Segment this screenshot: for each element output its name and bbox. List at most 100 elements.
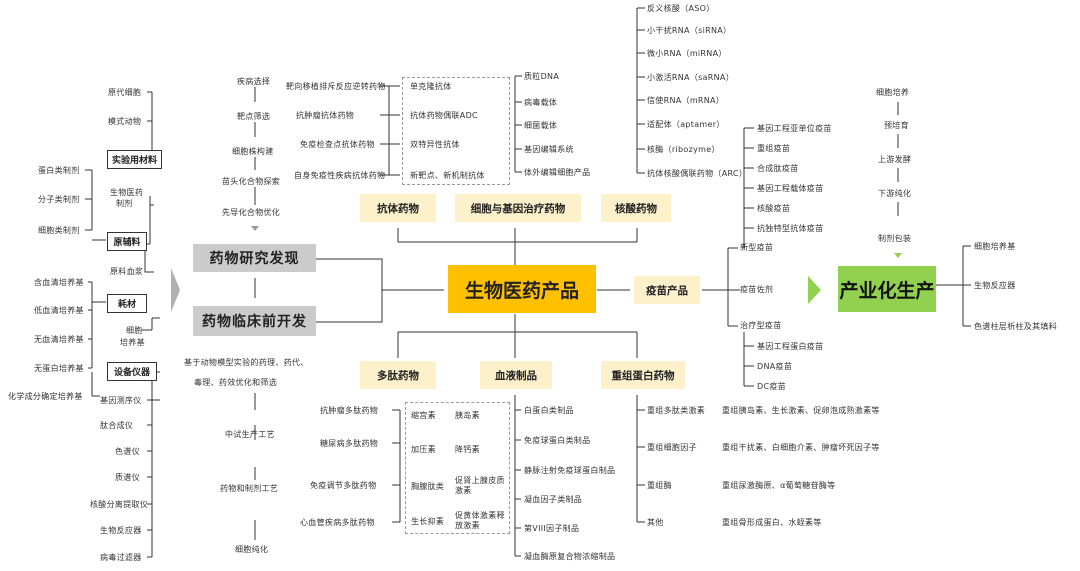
material-item: 无蛋白培养基 [34,364,84,373]
discovery-step: 疾病选择 [237,77,271,86]
equipment-item: 生物反应器 [100,526,142,535]
antibody-type: 新靶点、新机制抗体 [410,171,485,180]
protein-category: 重组多肽类激素 [647,406,706,415]
vaccine-type: 新型疫苗 [740,243,774,252]
peptide-examples-frame [405,402,510,534]
nucleic-acid-drugs-box: 核酸药物 [601,194,671,222]
protein-category: 其他 [647,518,664,527]
nucleic-item: 反义核酸（ASO） [647,4,715,13]
therapeutic-vaccine-item: 基因工程蛋白疫苗 [757,342,824,351]
peptide-example: 促黄体激素释放激素 [455,511,505,530]
industrial-output: 生物反应器 [974,281,1016,290]
peptide-drugs-box: 多肽药物 [360,361,436,389]
new-vaccine-item: 抗独特型抗体疫苗 [757,224,824,233]
preclinical-box: 药物临床前开发 [193,306,316,336]
antibody-indication: 免疫检查点抗体药物 [300,140,375,149]
peptide-example: 加压素 [411,445,436,454]
material-side-label: 原料血浆 [110,267,144,276]
raw-materials-box: 原辅料 [107,232,147,251]
industrial-step: 制剂包装 [878,234,912,243]
protein-example: 重组尿激酶原、α葡萄糖苷酶等 [722,481,836,490]
industrial-output: 色谱柱层析柱及其填料 [974,322,1057,331]
therapeutic-vaccine-item: DC疫苗 [757,382,786,391]
arrow-down-icon [894,253,902,258]
material-item: 模式动物 [108,117,142,126]
recombinant-protein-box: 重组蛋白药物 [601,361,685,389]
blood-product-item: 凝血因子类制品 [524,495,583,504]
material-side-label: 制剂 [116,199,133,208]
preclinical-step: 毒理、药效优化和筛选 [194,378,277,387]
therapeutic-vaccine-item: DNA疫苗 [757,362,793,371]
blood-product-item: 静脉注射免疫球蛋白制品 [524,466,616,475]
equipment-item: 肽合成仪 [100,421,134,430]
peptide-example: 生长抑素 [411,517,445,526]
equipment-item: 病毒过滤器 [100,553,142,562]
blood-product-item: 免疫球蛋白类制品 [524,436,591,445]
discovery-step: 苗头化合物探索 [222,177,281,186]
drug-discovery-box: 药物研究发现 [193,244,316,272]
lab-materials-box: 实验用材料 [107,150,162,169]
equipment-item: 核酸分离提取仪 [90,500,149,509]
blood-product-item: 凝血酶原复合物浓缩制品 [524,552,616,561]
cell-gene-item: 细菌载体 [524,121,558,130]
vaccine-products-box: 疫苗产品 [634,276,700,304]
preclinical-step: 细胞纯化 [235,545,269,554]
material-item: 化学成分确定培养基 [8,392,83,401]
nucleic-item: 微小RNA（miRNA） [647,49,727,58]
peptide-indication: 抗肿瘤多肽药物 [320,406,379,415]
equipment-item: 色谱仪 [115,447,140,456]
nucleic-item: 信使RNA（mRNA） [647,96,725,105]
cell-gene-item: 基因编辑系统 [524,145,574,154]
discovery-step: 先导化合物优化 [222,208,281,217]
nucleic-item: 核酶（ribozyme） [647,145,720,154]
protein-example: 重组干扰素、白细胞介素、肿瘤坏死因子等 [722,443,880,452]
nucleic-item: 抗体核酸偶联药物（ARC） [647,169,748,178]
chevron-right-icon [171,268,180,312]
discovery-step: 细胞株构建 [232,147,274,156]
material-item: 低血清培养基 [34,306,84,315]
material-side-label: 生物医药 [110,188,144,197]
cell-gene-therapy-box: 细胞与基因治疗药物 [455,194,581,222]
antibody-type: 抗体药物偶联ADC [410,111,478,120]
cell-gene-item: 质粒DNA [524,72,560,81]
industrial-step: 上游发酵 [878,155,912,164]
material-side-label: 培养基 [120,338,145,347]
antibody-indication: 自身免疫性疾病抗体药物 [294,171,386,180]
protein-category: 重组细胞因子 [647,443,697,452]
equipment-box: 设备仪器 [107,362,157,381]
industrial-step: 下游纯化 [878,189,912,198]
material-item: 无血清培养基 [34,335,84,344]
material-item: 分子类制剂 [38,195,80,204]
biopharma-products-center: 生物医药产品 [448,265,596,313]
nucleic-item: 小干扰RNA（siRNA） [647,26,732,35]
preclinical-step: 基于动物模型实验的药理、药代、 [184,358,309,367]
peptide-indication: 免疫调节多肽药物 [310,481,377,490]
antibody-indication: 靶向移植排斥反应逆转药物 [286,82,386,91]
protein-category: 重组酶 [647,481,672,490]
material-item: 细胞类制剂 [38,226,80,235]
material-item: 蛋白类制剂 [38,166,80,175]
blood-products-box: 血液制品 [480,361,552,389]
material-side-label: 细胞 [126,326,143,335]
arrow-down-icon [251,226,259,231]
new-vaccine-item: 基因工程载体疫苗 [757,184,824,193]
new-vaccine-item: 重组疫苗 [757,144,791,153]
protein-example: 重组胰岛素、生长激素、促卵泡成熟激素等 [722,406,880,415]
protein-example: 重组骨形成蛋白、水蛭素等 [722,518,822,527]
vaccine-type: 治疗型疫苗 [740,321,782,330]
consumables-box: 耗材 [107,294,147,313]
cell-gene-item: 体外编辑细胞产品 [524,168,591,177]
peptide-indication: 心血管疾病多肽药物 [300,518,375,527]
preclinical-step: 中试生产工艺 [225,430,275,439]
discovery-step: 靶点筛选 [237,112,271,121]
blood-product-item: 白蛋白类制品 [524,406,574,415]
industrial-output: 细胞培养基 [974,242,1016,251]
industrial-production-box: 产业化生产 [838,266,936,312]
material-item: 含血清培养基 [34,278,84,287]
blood-product-item: 第VIII因子制品 [524,524,580,533]
new-vaccine-item: 核酸疫苗 [757,204,791,213]
industrial-step: 预培育 [884,121,909,130]
arrow-right-icon [808,276,821,304]
nucleic-item: 适配体（aptamer） [647,120,725,129]
material-item: 原代细胞 [108,88,142,97]
